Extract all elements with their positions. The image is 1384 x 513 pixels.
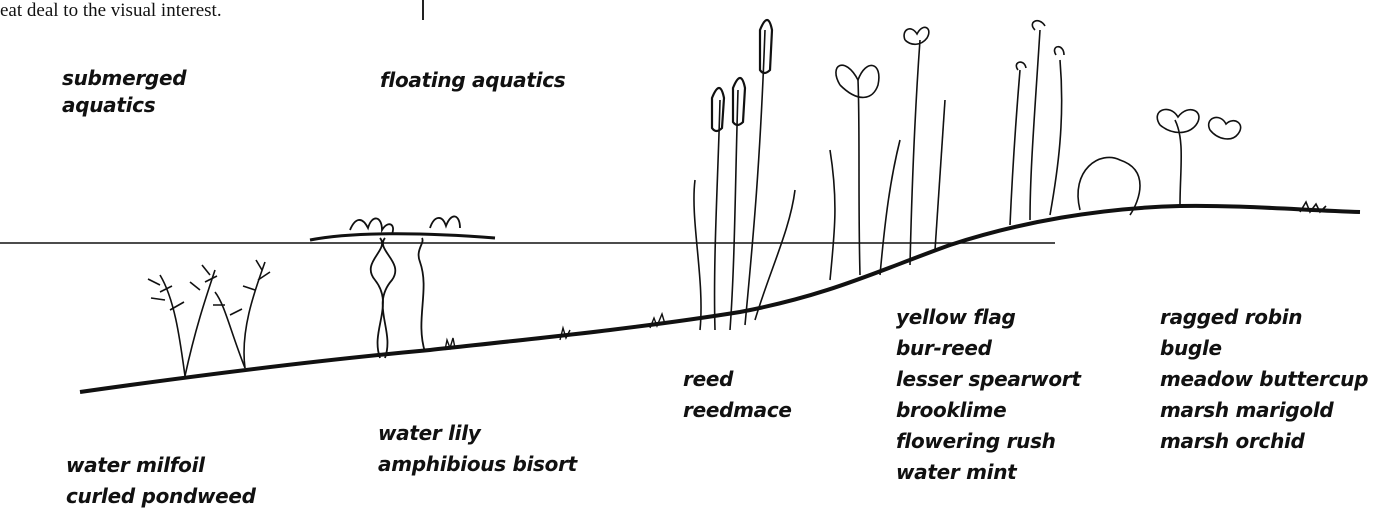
species-label: bugle (1160, 333, 1368, 364)
species-label: brooklime (896, 395, 1081, 426)
zone-label-line1: submerged (62, 63, 186, 94)
species-label: water mint (896, 457, 1081, 488)
marsh-species-list: ragged robin bugle meadow buttercup mars… (1160, 302, 1368, 457)
submerged-species-list: water milfoil curled pondweed (66, 450, 256, 512)
marginal-species-list: yellow flag bur-reed lesser spearwort br… (896, 302, 1081, 488)
water-lily-plant (310, 216, 495, 358)
species-label: curled pondweed (66, 481, 256, 512)
submerged-aquatics-heading: submerged aquatics (62, 63, 186, 116)
species-label: water lily (378, 418, 577, 449)
floating-aquatics-heading: floating aquatics (380, 68, 565, 92)
species-label: reed (683, 364, 792, 395)
species-label: amphibious bisort (378, 449, 577, 480)
species-label: flowering rush (896, 426, 1081, 457)
marginal-plants (830, 27, 945, 280)
species-label: reedmace (683, 395, 792, 426)
species-label: marsh orchid (1160, 426, 1368, 457)
reed-plant (694, 20, 795, 330)
species-label: ragged robin (1160, 302, 1368, 333)
species-label: water milfoil (66, 450, 256, 481)
species-label: marsh marigold (1160, 395, 1368, 426)
species-label: meadow buttercup (1160, 364, 1368, 395)
zone-label-line2: aquatics (62, 94, 186, 116)
water-milfoil-plant (148, 260, 270, 376)
marsh-plants (1010, 21, 1326, 225)
species-label: lesser spearwort (896, 364, 1081, 395)
floating-species-list: water lily amphibious bisort (378, 418, 577, 480)
species-label: yellow flag (896, 302, 1081, 333)
reed-species-list: reed reedmace (683, 364, 792, 426)
species-label: bur-reed (896, 333, 1081, 364)
